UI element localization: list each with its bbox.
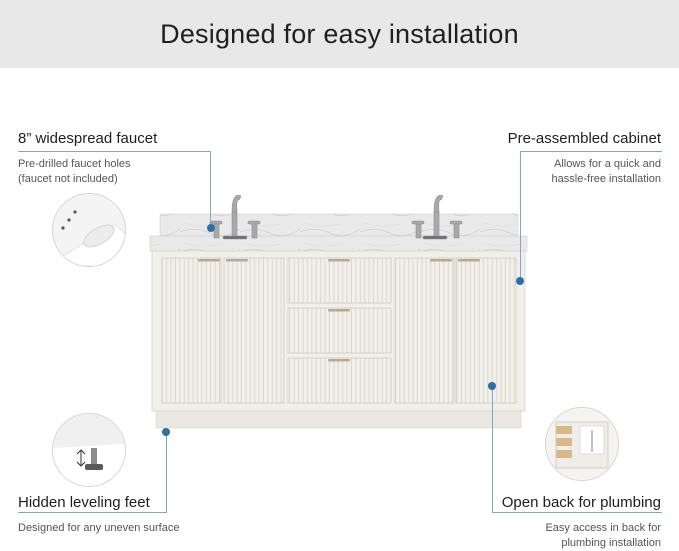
- left-door-2: [223, 257, 285, 404]
- drawer-top: [287, 257, 392, 304]
- cabinet-feature-title: Pre-assembled cabinet: [507, 130, 661, 147]
- feet-leader-h: [18, 512, 167, 513]
- open-back-zoom: [545, 407, 619, 481]
- back-leader-v: [492, 387, 493, 512]
- toe-kick: [155, 410, 522, 429]
- cabinet-desc-line2: hassle-free installation: [551, 173, 661, 185]
- back-feature-title: Open back for plumbing: [501, 494, 661, 511]
- back-desc-line1: Easy access in back for: [545, 522, 661, 534]
- faucet-desc-line2: (faucet not included): [18, 173, 118, 185]
- feet-leader-v: [166, 432, 167, 512]
- leveling-foot-zoom: [52, 413, 126, 487]
- faucet-desc-line1: Pre-drilled faucet holes: [18, 158, 131, 170]
- feet-feature-desc: Designed for any uneven surface: [18, 521, 179, 536]
- drawer-bottom: [287, 357, 392, 404]
- right-door-1: [394, 257, 455, 404]
- cabinet-feature-desc: Allows for a quick and hassle-free insta…: [552, 157, 661, 187]
- back-feature-desc: Easy access in back for plumbing install…: [545, 521, 661, 551]
- back-leader-h: [492, 512, 662, 513]
- cabinet-desc-line1: Allows for a quick and: [554, 158, 661, 170]
- left-door-1: [161, 257, 222, 404]
- right-faucet-icon: [411, 195, 463, 240]
- faucet-leader-v: [210, 151, 211, 227]
- feet-desc-line1: Designed for any uneven surface: [18, 522, 180, 534]
- cabinet-leader-v: [520, 151, 521, 279]
- faucet-feature-desc: Pre-drilled faucet holes (faucet not inc…: [18, 157, 131, 187]
- countertop: [149, 235, 528, 252]
- back-marker: [488, 382, 496, 390]
- cabinet-marker: [516, 277, 524, 285]
- faucet-holes-zoom: [52, 193, 126, 267]
- faucet-marker: [207, 224, 215, 232]
- page-title: Designed for easy installation: [160, 18, 519, 49]
- back-desc-line2: plumbing installation: [561, 537, 661, 549]
- feet-marker: [162, 428, 170, 436]
- header-banner: Designed for easy installation: [0, 0, 679, 68]
- faucet-leader-h: [18, 151, 210, 152]
- faucet-feature-title: 8” widespread faucet: [18, 130, 158, 147]
- right-door-2: [455, 257, 517, 404]
- feet-feature-title: Hidden leveling feet: [18, 494, 150, 511]
- cabinet-leader-h: [520, 151, 662, 152]
- drawer-middle: [287, 307, 392, 354]
